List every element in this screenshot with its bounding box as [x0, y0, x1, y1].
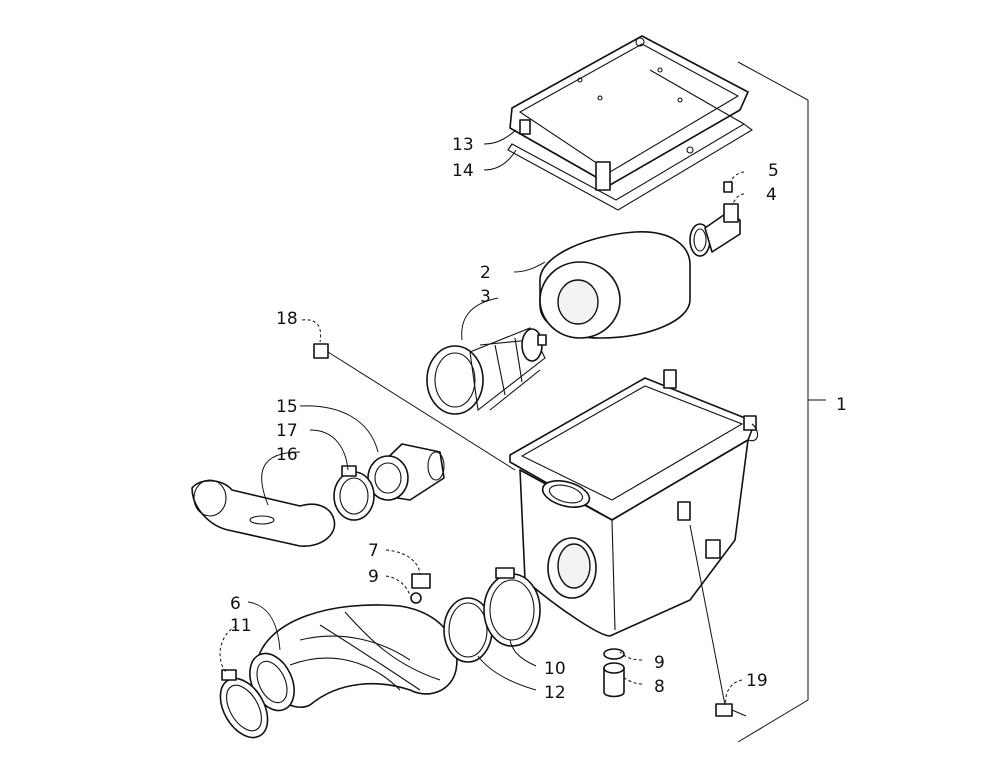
intake-tube — [191, 479, 336, 547]
callout-12: 12 — [544, 683, 566, 703]
callout-18: 18 — [276, 309, 298, 329]
callout-labels: 1 2 3 4 5 6 7 8 9 9 10 11 12 13 14 15 16… — [230, 135, 847, 703]
callout-16: 16 — [276, 445, 298, 465]
leader-lines — [219, 129, 745, 705]
callout-19: 19 — [746, 671, 768, 691]
callout-11: 11 — [230, 616, 252, 636]
callout-9-right: 9 — [654, 653, 665, 673]
screw-19 — [689, 524, 747, 717]
callout-7: 7 — [368, 541, 379, 561]
air-filter-element — [539, 231, 691, 339]
clamp-17 — [333, 465, 375, 521]
intake-boot — [367, 443, 445, 501]
clamp-10 — [483, 567, 541, 647]
airbox-housing — [509, 369, 759, 637]
callout-8: 8 — [654, 677, 665, 697]
callout-5: 5 — [768, 161, 779, 181]
screw-18 — [313, 343, 516, 471]
drain-cap — [603, 648, 625, 698]
callout-10: 10 — [544, 659, 566, 679]
filter-cage — [426, 327, 547, 415]
airbox-lid — [509, 35, 749, 191]
callout-15: 15 — [276, 397, 298, 417]
callout-3: 3 — [480, 287, 491, 307]
callout-4: 4 — [766, 185, 777, 205]
callout-13: 13 — [452, 135, 474, 155]
clamp-11 — [219, 669, 269, 739]
callout-17: 17 — [276, 421, 298, 441]
callout-1: 1 — [836, 395, 847, 415]
callout-9-left: 9 — [368, 567, 379, 587]
assembly-bracket — [737, 61, 826, 743]
callout-6: 6 — [230, 594, 241, 614]
callout-2: 2 — [480, 263, 491, 283]
ring-12 — [443, 597, 493, 663]
callout-14: 14 — [452, 161, 474, 181]
drain-fitting-7 — [410, 573, 431, 604]
lid-gasket — [507, 69, 753, 211]
breather-fitting — [689, 181, 741, 257]
